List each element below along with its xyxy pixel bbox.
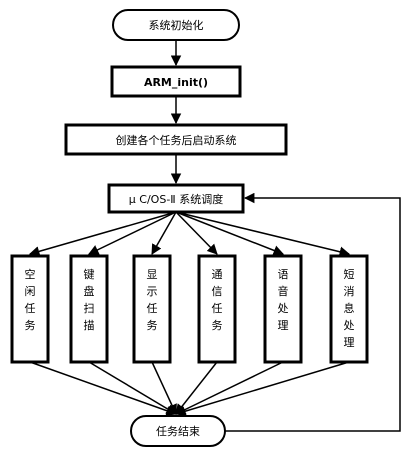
create-tasks-node: 创建各个任务后启动系统 [64,123,288,156]
task-box-0: 空闲任务 [10,254,50,364]
end-node: 任务结束 [130,415,226,447]
task-box-5: 短消息处理 [329,254,369,364]
task-label-2: 显示任务 [147,268,158,332]
task-box-3: 通信任务 [197,254,237,364]
arm-init-node: ARM_init() [110,65,242,98]
task-label-5: 短消息处理 [344,267,355,349]
start-node-label: 系统初始化 [149,18,204,32]
loop-back-arrow [225,192,401,432]
arm-init-label: ARM_init() [144,76,208,89]
task-label-4: 语音处理 [278,268,289,332]
task-box-1: 键盘扫描 [69,254,109,364]
task-box-4: 语音处理 [263,254,303,364]
task-label-0: 空闲任务 [25,267,36,332]
task-box-2: 显示任务 [132,254,172,364]
create-tasks-label: 创建各个任务后启动系统 [116,133,237,147]
tasks-fanin-arrows [29,361,350,417]
start-node: 系统初始化 [112,9,240,41]
end-node-label: 任务结束 [156,425,200,438]
task-label-3: 通信任务 [212,268,223,332]
scheduler-node: μ C/OS-Ⅱ 系统调度 [107,183,245,214]
scheduler-fanout-arrows [28,211,351,257]
task-label-1: 键盘扫描 [84,267,95,332]
scheduler-label: μ C/OS-Ⅱ 系统调度 [129,192,223,206]
